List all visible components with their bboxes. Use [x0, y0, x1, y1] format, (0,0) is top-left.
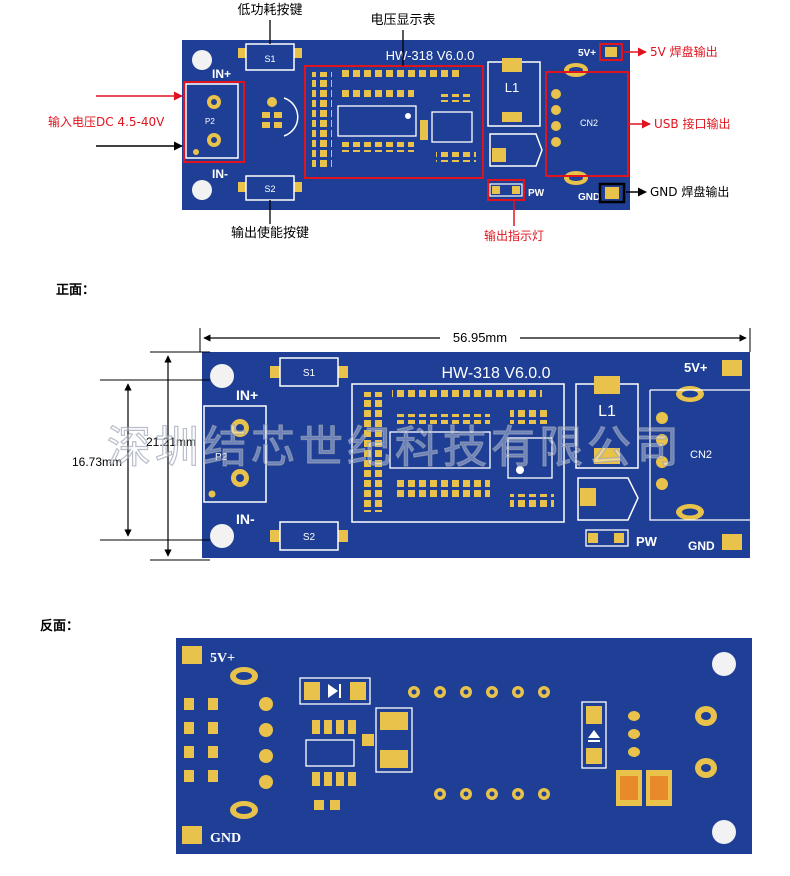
board-model-label: HW-318 V6.0.0	[386, 48, 475, 63]
back-gnd-label: GND	[210, 831, 241, 846]
front-pw-label: PW	[636, 534, 658, 549]
callout-usb-output: USB 接口输出	[654, 116, 730, 131]
voltage-display-section	[304, 65, 484, 179]
callout-voltage-display: 电压显示表	[370, 13, 435, 28]
pad-5v-label: 5V+	[578, 48, 596, 59]
l1-inductor: L1	[487, 58, 541, 127]
front-in-minus-label: IN-	[236, 511, 255, 527]
front-section-label: 正面：	[56, 283, 95, 298]
in-plus-label: IN+	[212, 67, 231, 81]
callout-input-voltage: 输入电压DC 4.5-40V	[48, 114, 165, 129]
dimension-width-label: 56.95mm	[453, 330, 507, 345]
front-gnd-label: GND	[688, 539, 715, 553]
annotated-board: IN+ IN- S1 S2 P2	[182, 40, 630, 210]
pcb-back	[176, 638, 752, 854]
pw-label: PW	[528, 188, 545, 199]
front-p2-label: P2	[215, 452, 228, 463]
front-cn2-label: CN2	[690, 449, 712, 461]
front-model-label: HW-318 V6.0.0	[441, 365, 550, 382]
callout-gnd-pad: GND 焊盘输出	[650, 184, 729, 199]
pad-gnd-label: GND	[578, 192, 600, 203]
front-board: IN+ IN- P2 S1 S2 HW-318 V6.0.0 L1	[202, 352, 750, 558]
back-board: 5V+ GND	[176, 638, 752, 854]
back-5v-label: 5V+	[210, 651, 235, 666]
pw-indicator-led: PW	[487, 179, 545, 201]
dimension-outer-height: 21.21mm	[146, 435, 196, 449]
callout-5v-pad: 5V 焊盘输出	[650, 44, 718, 59]
input-highlight	[183, 81, 245, 163]
p2-label: P2	[205, 117, 215, 126]
callout-low-power-button: 低功耗按键	[237, 3, 302, 18]
s2-label: S2	[264, 184, 275, 194]
front-l1-label: L1	[598, 403, 616, 420]
callouts: 低功耗按键 电压显示表 输入电压DC 4.5-40V 输出使能按键 输出指示灯 …	[48, 3, 730, 243]
s1-button[interactable]: S1	[238, 43, 302, 71]
s2-button[interactable]: S2	[238, 175, 302, 201]
front-5v-label: 5V+	[684, 360, 708, 375]
usb-cn2-port: CN2	[545, 63, 629, 185]
front-s2-label: S2	[303, 532, 316, 543]
in-minus-label: IN-	[212, 167, 228, 181]
dimension-width: 56.95mm	[199, 328, 751, 352]
front-in-plus-label: IN+	[236, 387, 258, 403]
mount-hole	[192, 180, 212, 200]
diode-footprint	[489, 133, 543, 167]
back-section-label: 反面：	[40, 618, 79, 634]
watermark: 深圳结芯世纪科技有限公司	[107, 422, 683, 473]
front-s1-label: S1	[303, 368, 316, 379]
passive-cluster	[262, 97, 299, 137]
callout-output-indicator: 输出指示灯	[484, 228, 544, 243]
dimension-inner-height: 16.73mm	[72, 455, 122, 469]
pad-gnd: GND	[578, 182, 626, 204]
s1-label: S1	[264, 54, 275, 64]
mount-hole	[192, 50, 212, 70]
pad-5v: 5V+	[578, 43, 623, 61]
callout-output-enable-button: 输出使能按键	[231, 225, 309, 241]
cn2-label: CN2	[580, 118, 598, 128]
p2-input-terminal: P2	[185, 83, 239, 159]
dimension-heights: 21.21mm 16.73mm	[72, 351, 210, 561]
l1-label: L1	[505, 80, 519, 95]
